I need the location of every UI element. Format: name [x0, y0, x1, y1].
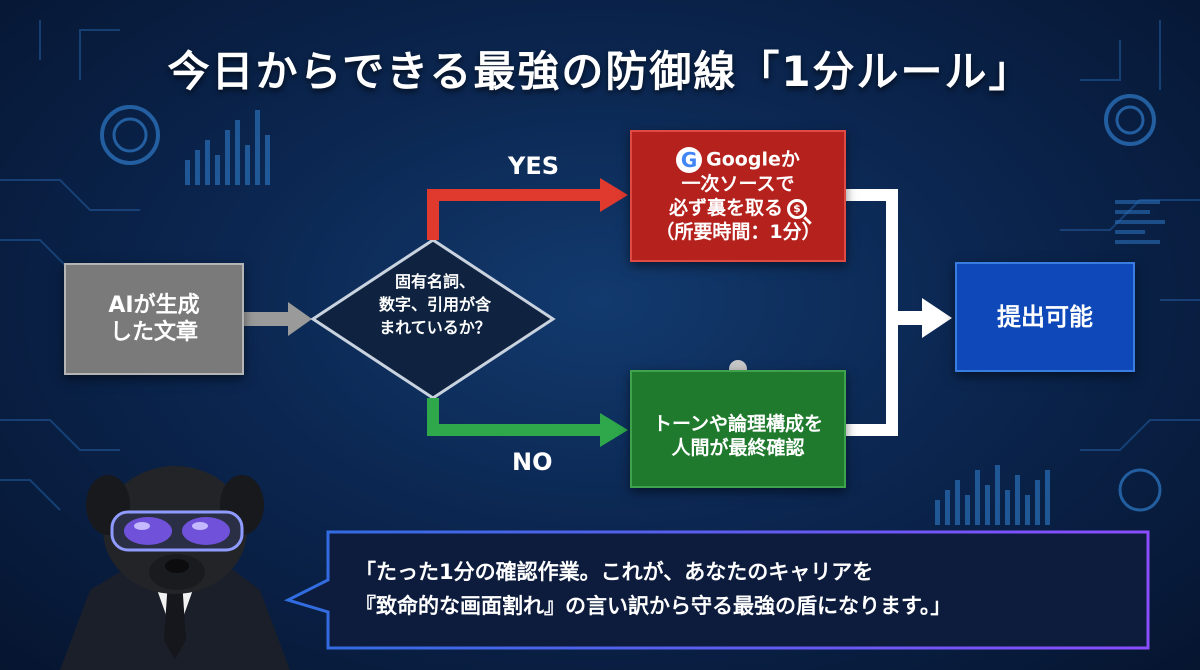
google-icon: G	[676, 147, 703, 174]
input-box: AIが生成 した文章	[64, 263, 244, 375]
speech-bubble-shape	[283, 530, 1150, 650]
pug-avatar	[60, 466, 290, 670]
bubble-line2: 『致命的な画面割れ』の言い訳から守る最強の盾になります。」	[355, 593, 952, 618]
decision-line1: 固有名詞、	[394, 272, 475, 291]
yes-line4: （所要時間：1分）	[655, 220, 821, 243]
input-box-line1: AIが生成	[108, 292, 200, 318]
decision-line3: まれているか？	[379, 318, 491, 338]
bubble-line1: 「たった1分の確認作業。これが、あなたのキャリアを	[355, 560, 874, 584]
output-label: 提出可能	[997, 303, 1093, 331]
decision-line2: 数字、引用が含	[378, 295, 491, 315]
output-box: 提出可能	[955, 262, 1135, 372]
yes-line3: 必ず裏を取る	[668, 197, 783, 220]
search-dollar-icon: $	[787, 198, 807, 219]
speech-bubble: 「たった1分の確認作業。これが、あなたのキャリアを 『致命的な画面割れ』の言い訳…	[355, 556, 1135, 623]
no-label: NO	[512, 448, 553, 476]
yes-line1: Googleか	[706, 148, 800, 171]
page-title: 今日からできる最強の防御線「1分ルール」	[167, 47, 1033, 96]
no-line2: 人間が最終確認	[671, 437, 805, 459]
no-action-box: トーンや論理構成を 人間が最終確認	[630, 370, 846, 488]
yes-label: YES	[508, 152, 560, 180]
yes-line2: 一次ソースで	[681, 173, 795, 196]
decision-text: 固有名詞、 数字、引用が含 まれているか？	[335, 270, 535, 340]
no-line1: トーンや論理構成を	[652, 413, 824, 436]
input-box-line2: した文章	[109, 320, 198, 345]
